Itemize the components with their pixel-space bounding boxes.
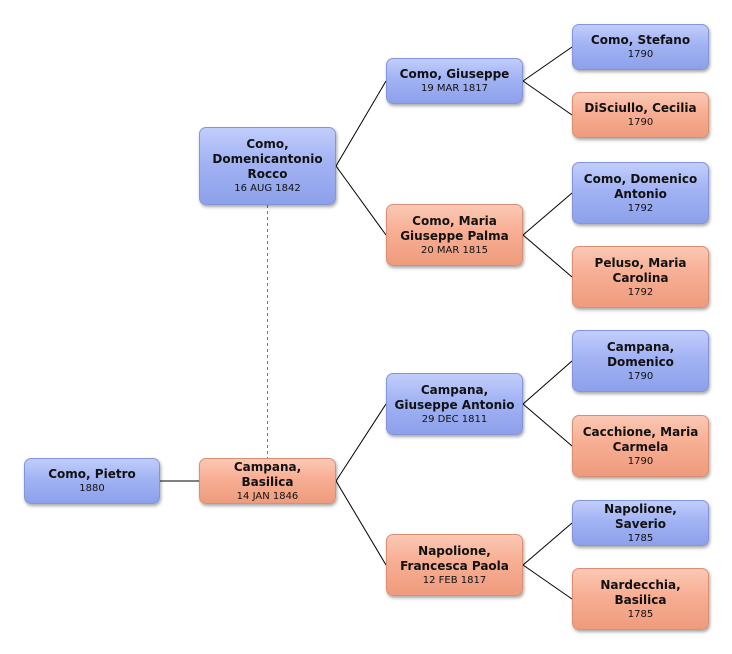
person-cecilia-disciullo[interactable]: DiSciullo, Cecilia 1790 [572,92,709,138]
person-stefano-como[interactable]: Como, Stefano 1790 [572,24,709,70]
person-name: Como, Giuseppe [399,67,510,81]
connector-line [522,80,573,116]
person-name: Como, Domenico Antonio [583,171,698,201]
person-date: 1785 [627,532,654,544]
person-name: Nardecchia, Basilica [600,577,681,607]
person-date: 14 JAN 1846 [236,490,299,502]
person-date: 29 DEC 1811 [421,413,488,425]
connector-line [522,564,573,600]
person-date: 1792 [627,202,654,214]
connector-line [522,192,573,236]
connector-line [335,80,387,167]
person-name: Campana, Basilica [233,459,302,489]
person-maria-carmela-cacchione[interactable]: Cacchione, Maria Carmela 1790 [572,415,709,477]
connector-line [522,403,573,447]
person-francesca-paola-napolione[interactable]: Napolione, Francesca Paola 12 FEB 1817 [386,534,523,596]
person-domenico-campana[interactable]: Campana, Domenico 1790 [572,330,709,392]
person-name: Como, Pietro [48,467,136,481]
person-date: 1785 [627,608,654,620]
person-date: 1880 [79,483,105,494]
person-saverio-napolione[interactable]: Napolione, Saverio 1785 [572,500,709,546]
person-domenicantonio-como[interactable]: Como, Domenicantonio Rocco 16 AUG 1842 [199,127,336,205]
connector-line [522,46,573,82]
person-maria-giuseppe-palma-como[interactable]: Como, Maria Giuseppe Palma 20 MAR 1815 [386,204,523,266]
person-date: 1790 [627,117,654,128]
person-name: Como, Domenicantonio Rocco [212,137,323,181]
person-date: 1790 [627,455,654,467]
connector-line [335,403,387,482]
person-date: 16 AUG 1842 [234,183,301,194]
person-pietro-como[interactable]: Como, Pietro 1880 [24,458,160,504]
person-date: 19 MAR 1817 [421,83,488,94]
person-name: Napolione, Saverio [604,501,677,531]
person-name: DiSciullo, Cecilia [584,101,697,115]
connector-line [335,480,387,566]
person-giuseppe-antonio-campana[interactable]: Campana, Giuseppe Antonio 29 DEC 1811 [386,373,523,435]
person-name: Como, Stefano [590,33,691,47]
person-date: 1792 [627,286,654,298]
person-name: Napolione, Francesca Paola [400,543,509,573]
person-name: Como, Maria Giuseppe Palma [400,213,509,243]
connector-line [522,522,573,566]
person-date: 12 FEB 1817 [422,574,487,586]
person-basilica-campana[interactable]: Campana, Basilica 14 JAN 1846 [199,458,336,504]
person-date: 20 MAR 1815 [421,244,488,256]
person-domenico-antonio-como[interactable]: Como, Domenico Antonio 1792 [572,162,709,224]
person-date: 1790 [627,49,654,60]
person-name: Campana, Giuseppe Antonio [394,382,515,412]
connector-line [522,234,573,278]
connector-line [522,360,573,405]
person-giuseppe-como[interactable]: Como, Giuseppe 19 MAR 1817 [386,58,523,104]
person-maria-carolina-peluso[interactable]: Peluso, Maria Carolina 1792 [572,246,709,308]
connector-line [335,165,387,236]
person-name: Campana, Domenico [606,339,675,369]
person-name: Cacchione, Maria Carmela [582,424,699,454]
person-basilica-nardecchia[interactable]: Nardecchia, Basilica 1785 [572,568,709,630]
person-date: 1790 [627,370,654,382]
person-name: Peluso, Maria Carolina [594,255,687,285]
